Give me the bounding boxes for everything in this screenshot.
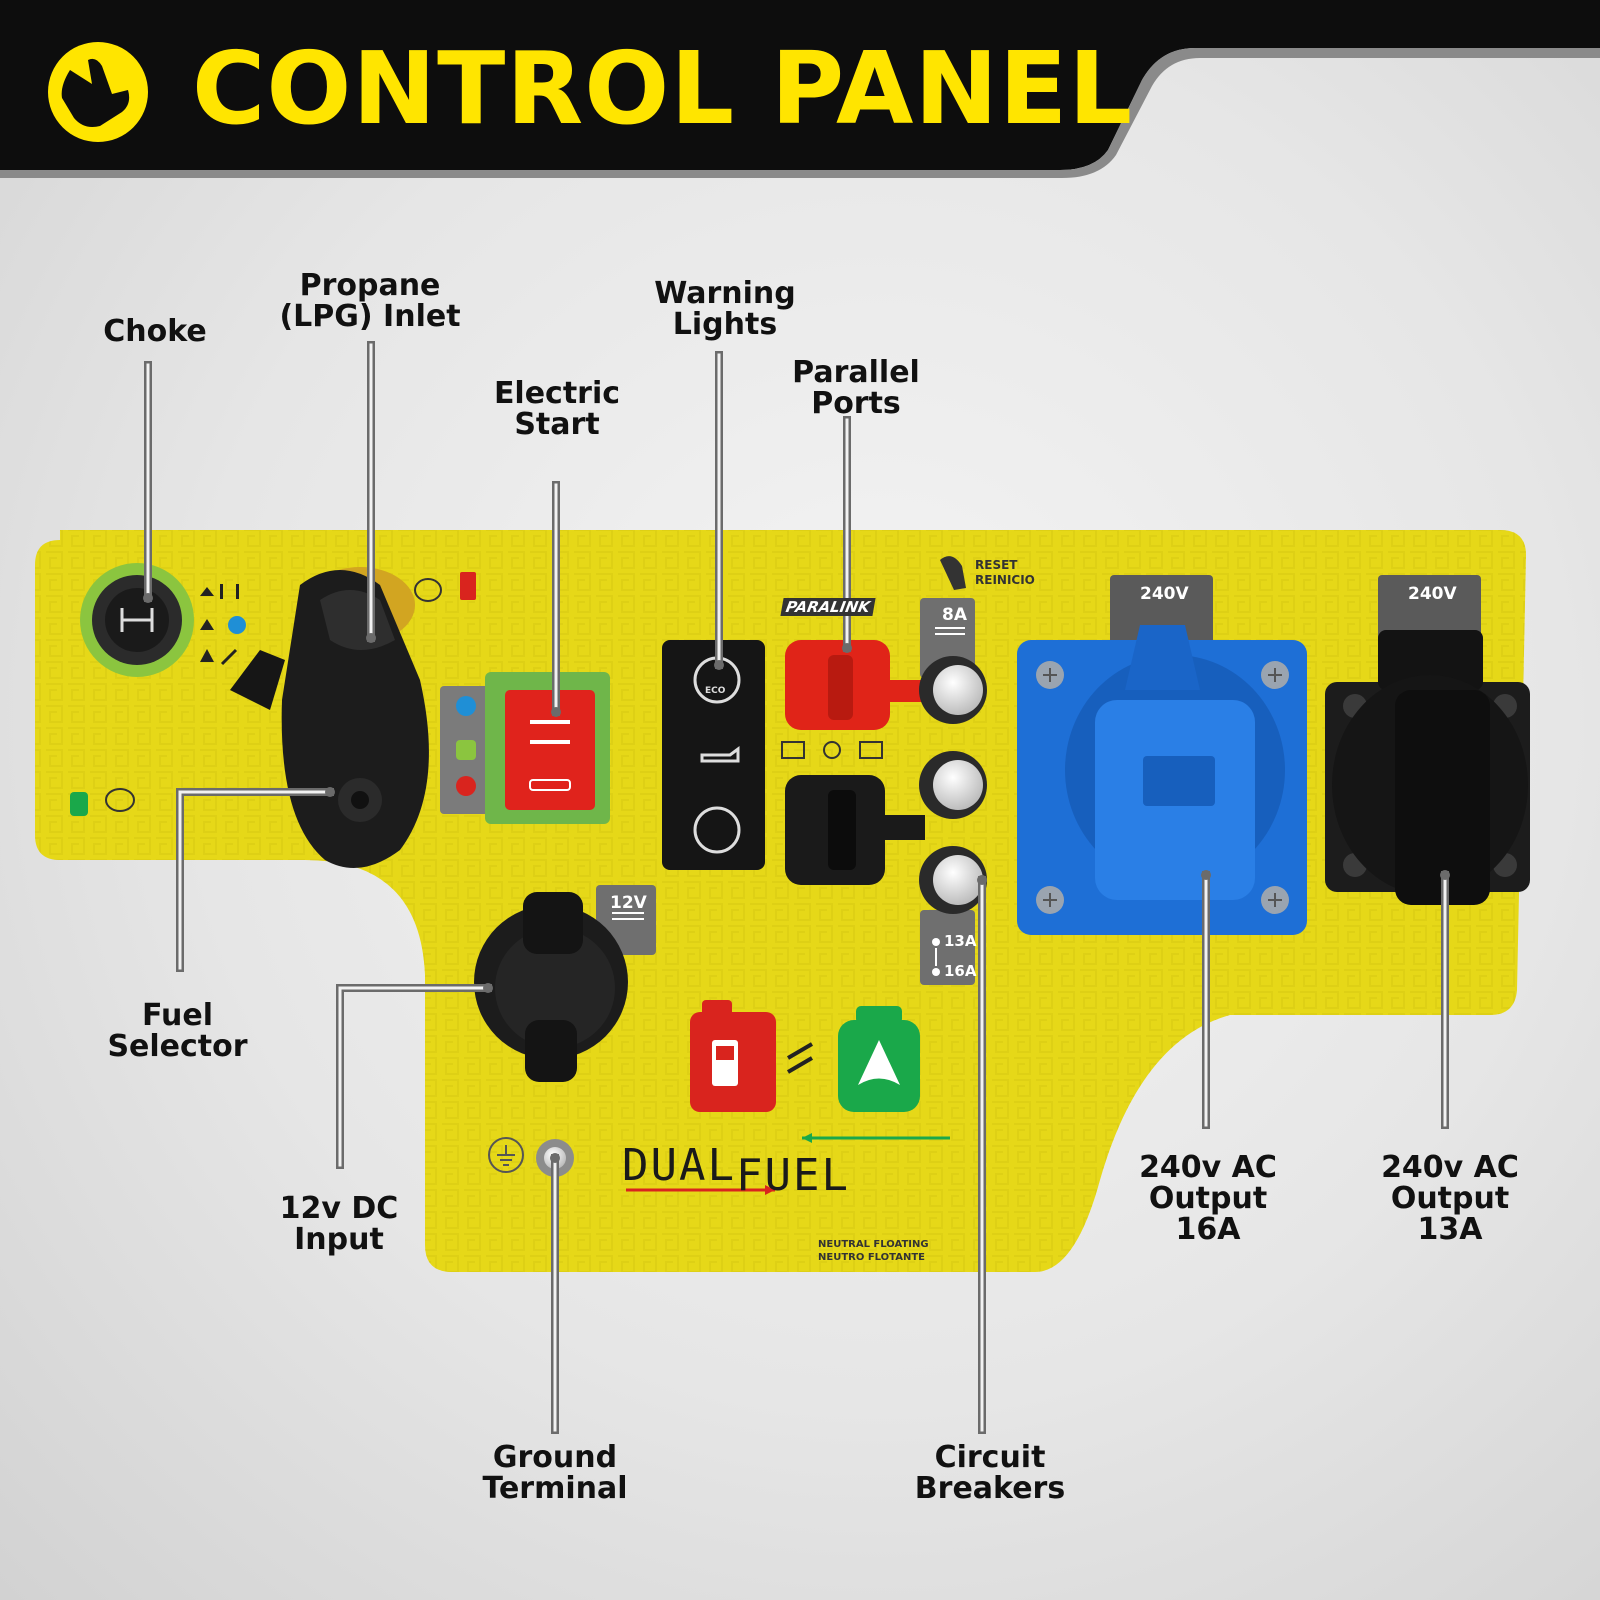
label-warning-lights: Warning Lights xyxy=(654,276,796,342)
breaker-13a-label: 13A xyxy=(944,932,977,950)
dc-socket xyxy=(474,885,656,1082)
hand-pointer-icon xyxy=(48,42,148,142)
choke-position-icons xyxy=(200,584,239,666)
breaker-8a-label: 8A xyxy=(942,605,967,625)
choke-knob xyxy=(80,563,194,677)
label-parallel-ports: Parallel Ports xyxy=(792,355,920,421)
label-ground-terminal: Ground Terminal xyxy=(482,1440,628,1506)
dual-fuel-logo: DUALFUEL xyxy=(622,1140,850,1201)
label-circuit-breakers: Circuit Breakers xyxy=(914,1440,1066,1506)
label-propane-inlet: Propane (LPG) Inlet xyxy=(279,268,461,334)
fuel-selector-icons xyxy=(70,572,476,816)
circuit-breakers xyxy=(919,598,987,985)
label-fuel-selector: Fuel Selector xyxy=(107,998,248,1064)
warning-lights-panel xyxy=(662,640,765,870)
reset-hand-icon xyxy=(940,556,966,590)
label-output-16a: 240v AC Output 16A xyxy=(1139,1150,1277,1247)
paralink-label: PARALINK xyxy=(780,598,876,616)
label-choke: Choke xyxy=(103,314,207,349)
fuel-switch-icons xyxy=(690,1000,920,1112)
eco-label: ECO xyxy=(705,686,726,696)
electric-start-switch xyxy=(440,672,610,824)
fuel-drop-blue-icon xyxy=(228,616,246,634)
blue-socket-16a xyxy=(1017,575,1307,935)
reset-label: RESET REINICIO xyxy=(975,558,1035,587)
dual-fuel-logo-lines xyxy=(626,1133,950,1195)
leader-dots xyxy=(143,593,1450,1163)
black-socket-13a xyxy=(1325,575,1530,905)
propane-inlet xyxy=(281,567,429,868)
page-title: CONTROL PANEL xyxy=(192,30,1134,147)
label-electric-start: Electric Start xyxy=(493,376,621,442)
label-dc-input: 12v DC Input xyxy=(279,1191,399,1257)
header-band xyxy=(0,0,1600,170)
socket-16a-voltage: 240V xyxy=(1140,584,1189,604)
fuel-selector-knob xyxy=(230,650,382,822)
breaker-16a-label: 16A xyxy=(944,962,977,980)
dc-voltage-label: 12V xyxy=(610,893,647,913)
parallel-ports xyxy=(781,640,925,885)
neutral-floating-label: NEUTRAL FLOATING NEUTRO FLOTANTE xyxy=(818,1239,929,1263)
leader-lines-inner xyxy=(146,343,1447,1432)
label-output-13a: 240v AC Output 13A xyxy=(1381,1150,1519,1247)
socket-13a-voltage: 240V xyxy=(1408,584,1457,604)
